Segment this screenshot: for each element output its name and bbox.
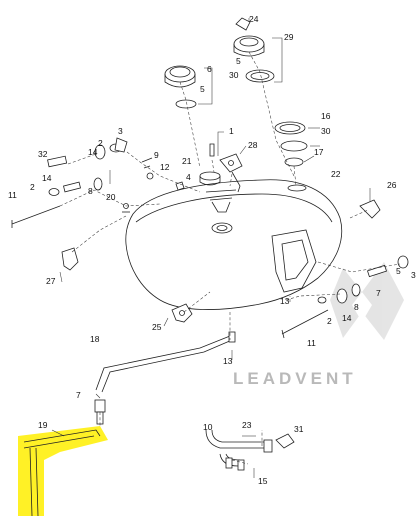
callout-11b: 11: [307, 338, 316, 348]
callout-7: 7: [376, 288, 381, 298]
callout-24: 24: [249, 14, 259, 24]
callout-20: 20: [106, 192, 116, 202]
crossover-hose: [205, 429, 295, 471]
mount-bracket-21: [199, 171, 221, 186]
watermark-text: LEADVENT: [233, 369, 357, 388]
callout-3b: 3: [411, 270, 416, 280]
callout-14b: 14: [42, 173, 52, 183]
callout-14: 14: [88, 147, 98, 157]
fuel-line-19: [23, 429, 101, 516]
callout-14c: 14: [342, 313, 352, 323]
right-rear-hardware: [281, 199, 409, 339]
callout-15: 15: [258, 476, 268, 486]
callout-21: 21: [182, 156, 192, 166]
callout-31: 31: [294, 424, 304, 434]
callout-30: 30: [229, 70, 239, 80]
fuel-line-18: [95, 331, 236, 393]
callout-12: 12: [160, 162, 170, 172]
callout-17: 17: [314, 147, 324, 157]
callout-13b: 13: [223, 356, 233, 366]
callout-28: 28: [248, 140, 258, 150]
callout-5b: 5: [200, 84, 205, 94]
assembly-lines: [59, 51, 401, 465]
callout-2c: 2: [327, 316, 332, 326]
left-front-hardware: [11, 137, 128, 228]
fuel-cap-left: [164, 65, 197, 109]
callout-25: 25: [152, 322, 162, 332]
callout-8b: 8: [354, 302, 359, 312]
bracket-25: [171, 303, 193, 323]
callout-29: 29: [284, 32, 294, 42]
callout-2: 2: [98, 138, 103, 148]
callout-19: 19: [38, 420, 48, 430]
callout-16: 16: [321, 111, 331, 121]
callout-22: 22: [331, 169, 341, 179]
callout-4: 4: [186, 172, 191, 182]
callout-2b: 2: [30, 182, 35, 192]
callout-9: 9: [154, 150, 159, 160]
callout-30b: 30: [321, 126, 331, 136]
callout-3: 3: [118, 126, 123, 136]
callout-11: 11: [8, 190, 17, 200]
callout-5: 5: [236, 56, 241, 66]
callout-26: 26: [387, 180, 397, 190]
callout-labels: 24 29 6 5 30 5 1 3 16 30 17 28 32 14 2 9…: [8, 14, 416, 486]
highlight-part-19: [18, 426, 108, 516]
callout-1: 1: [229, 126, 234, 136]
fuel-gauge-assembly: [274, 121, 308, 167]
callout-18: 18: [90, 334, 100, 344]
fuel-tank: [125, 179, 343, 310]
callout-27: 27: [46, 276, 56, 286]
callout-23: 23: [242, 420, 252, 430]
watermark-logo: [330, 262, 404, 340]
fuel-cap-right: [233, 17, 275, 83]
callout-10: 10: [203, 422, 213, 432]
callout-6: 6: [207, 64, 212, 74]
callout-8: 8: [88, 186, 93, 196]
mount-bracket-28: [219, 153, 243, 193]
callout-5c: 5: [396, 266, 401, 276]
callout-32: 32: [38, 149, 48, 159]
callout-13: 13: [280, 296, 290, 306]
callout-7b: 7: [76, 390, 81, 400]
bracket-27: [61, 247, 79, 271]
leader-lines: [51, 18, 371, 478]
